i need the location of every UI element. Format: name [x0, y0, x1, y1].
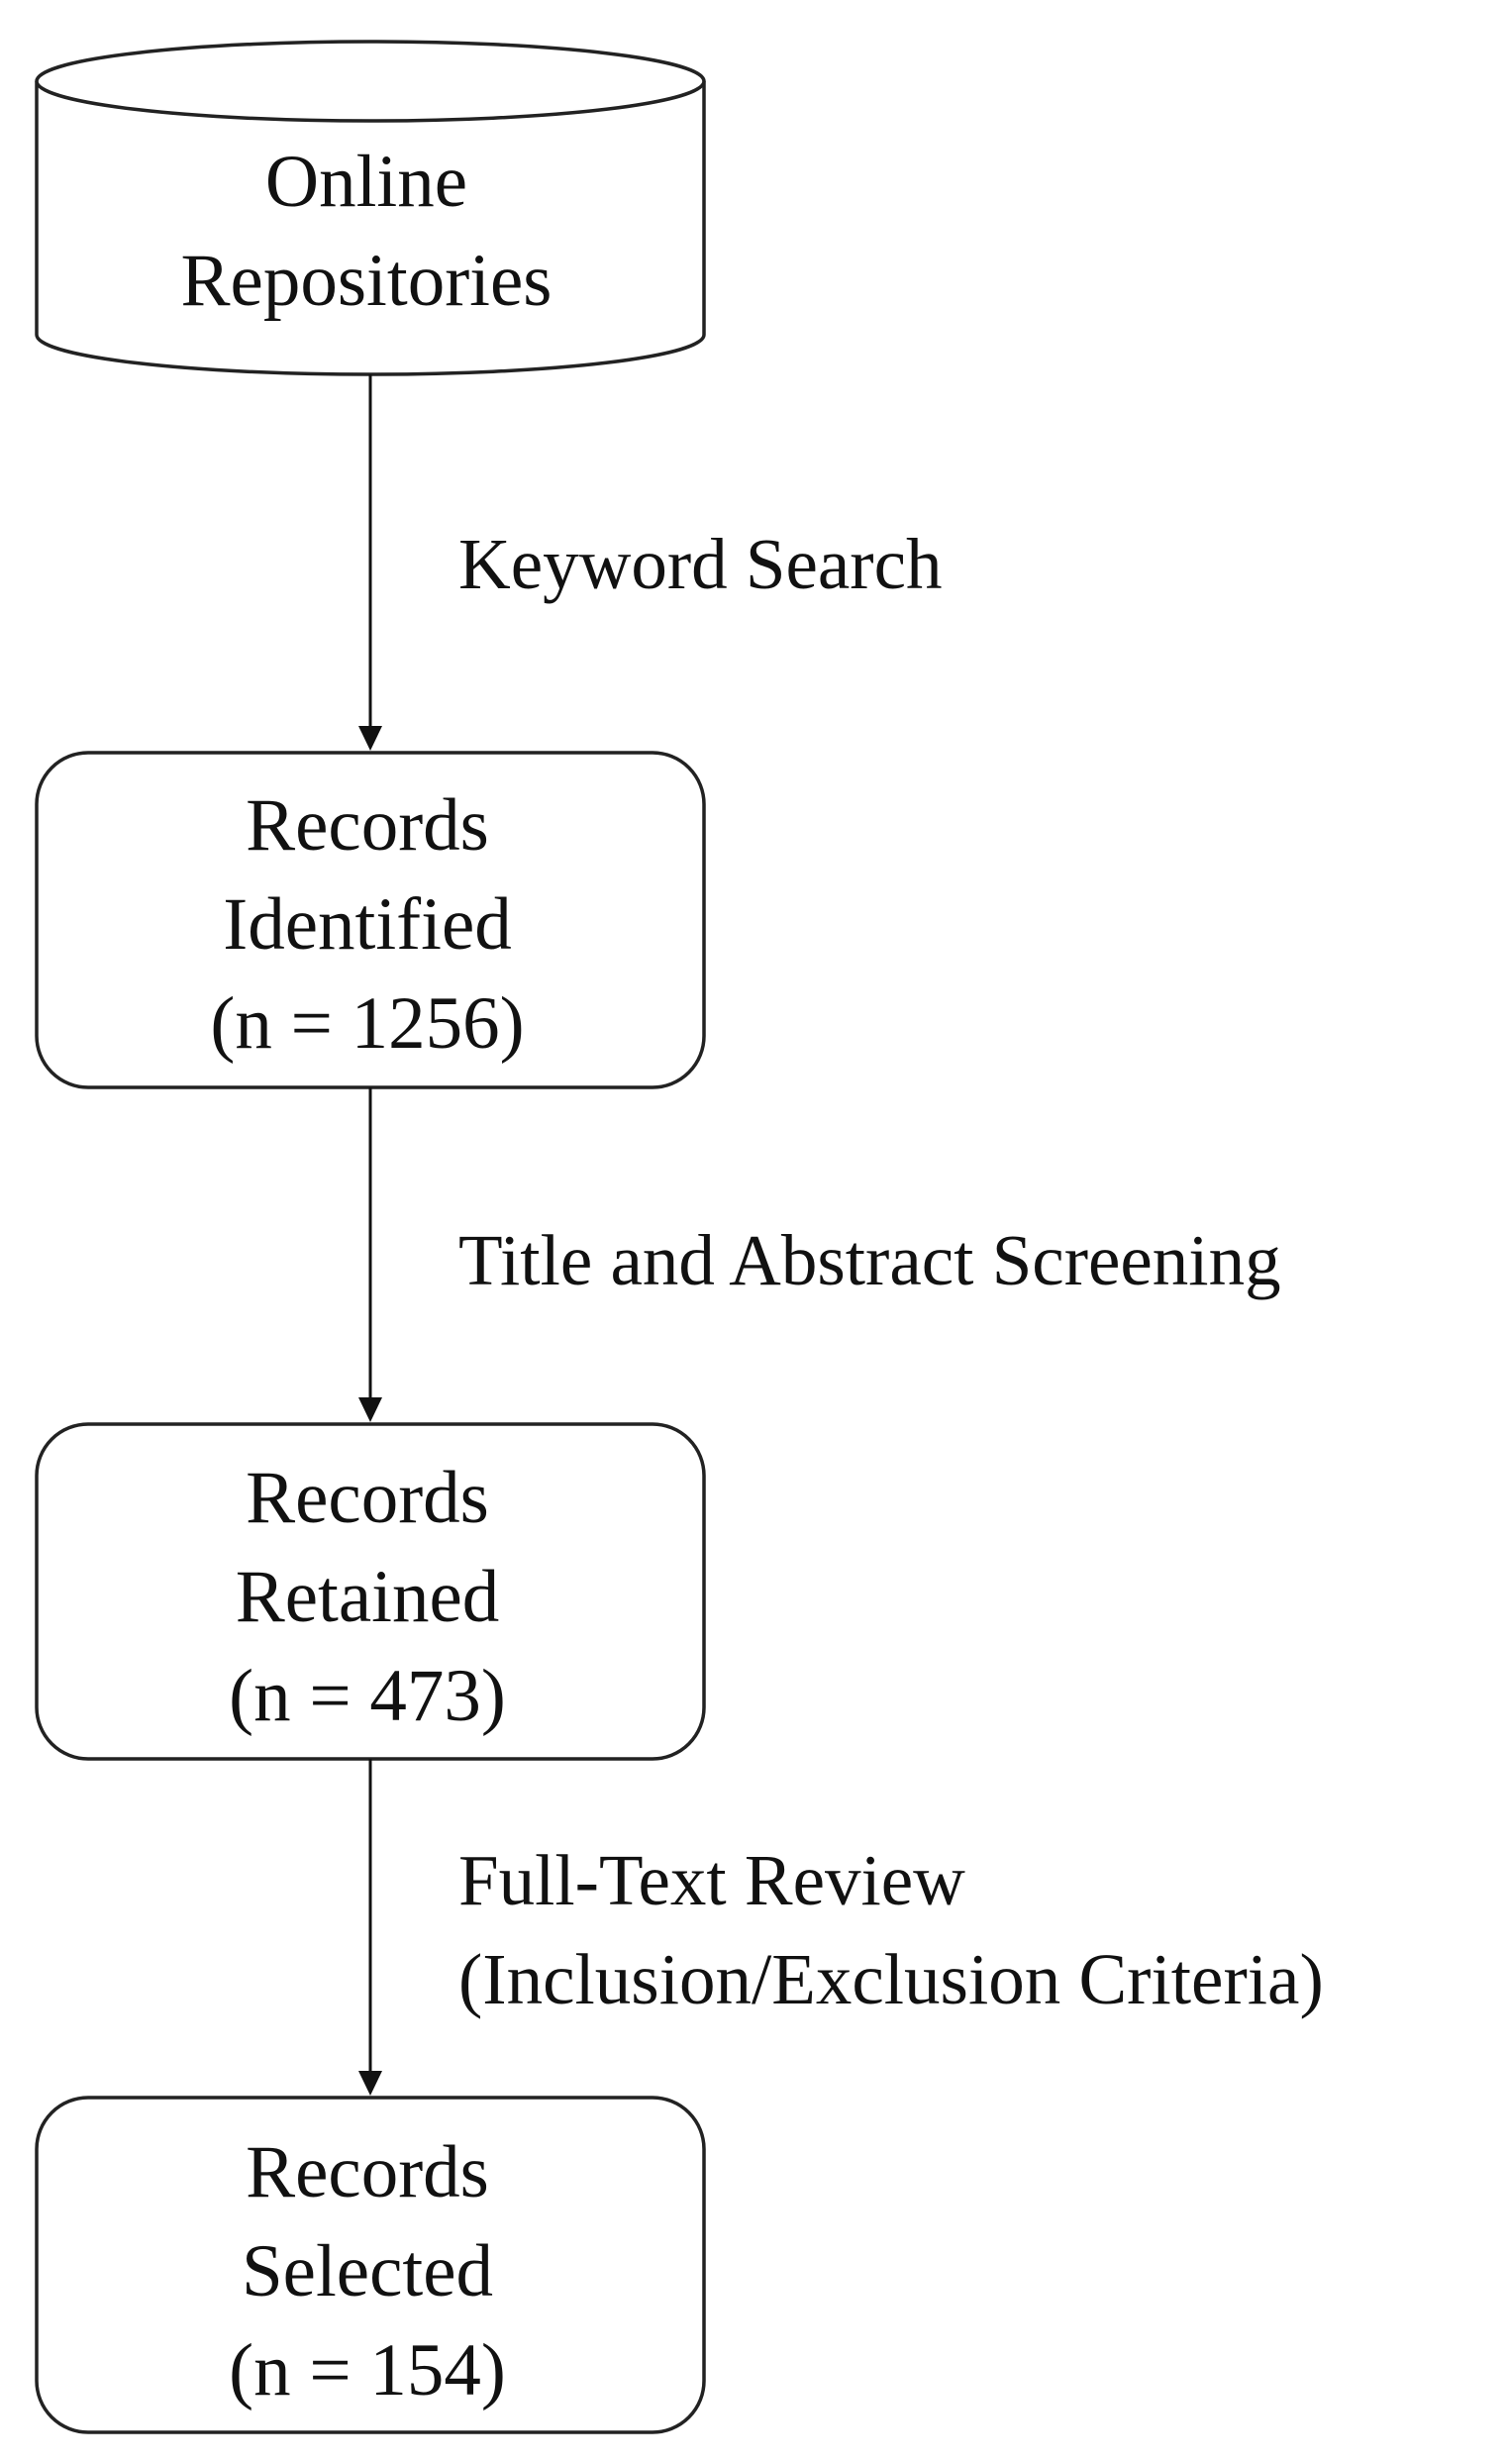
- node-label-line: Identified: [223, 883, 512, 966]
- edge-title-abstract-screening: Title and Abstract Screening: [358, 1087, 1281, 1422]
- node-label-line: Records: [246, 1457, 489, 1539]
- node-label-line: (n = 473): [229, 1655, 506, 1737]
- edge-label-line: Full-Text Review: [458, 1840, 965, 1920]
- node-label-line: Retained: [236, 1556, 500, 1638]
- node-label-line: (n = 154): [229, 2329, 506, 2412]
- edge-label-line: Keyword Search: [458, 524, 943, 604]
- process-box: [35, 2096, 706, 2434]
- node-label-line: Repositories: [181, 240, 553, 322]
- cylinder-shape: [35, 81, 706, 376]
- arrowhead-icon: [358, 1397, 382, 1422]
- node-records-retained: Records Retained (n = 473): [35, 1422, 706, 1761]
- node-records-identified: Records Identified (n = 1256): [35, 751, 706, 1089]
- node-label-line: (n = 1256): [210, 982, 524, 1065]
- arrowhead-icon: [358, 726, 382, 751]
- node-label-line: Selected: [242, 2230, 493, 2312]
- arrowhead-icon: [358, 2071, 382, 2096]
- node-label-line: Online: [265, 141, 467, 223]
- node-label-line: Records: [246, 2131, 489, 2213]
- cylinder-top: [35, 40, 706, 123]
- node-records-selected: Records Selected (n = 154): [35, 2096, 706, 2434]
- edge-keyword-search: Keyword Search: [358, 374, 943, 751]
- node-online-repositories: Online Repositories: [35, 40, 706, 376]
- node-label-line: Records: [246, 784, 489, 867]
- edge-label-line: Title and Abstract Screening: [458, 1220, 1281, 1300]
- edge-full-text-review: Full-Text Review (Inclusion/Exclusion Cr…: [358, 1759, 1324, 2096]
- edge-label-line: (Inclusion/Exclusion Criteria): [458, 1939, 1324, 2019]
